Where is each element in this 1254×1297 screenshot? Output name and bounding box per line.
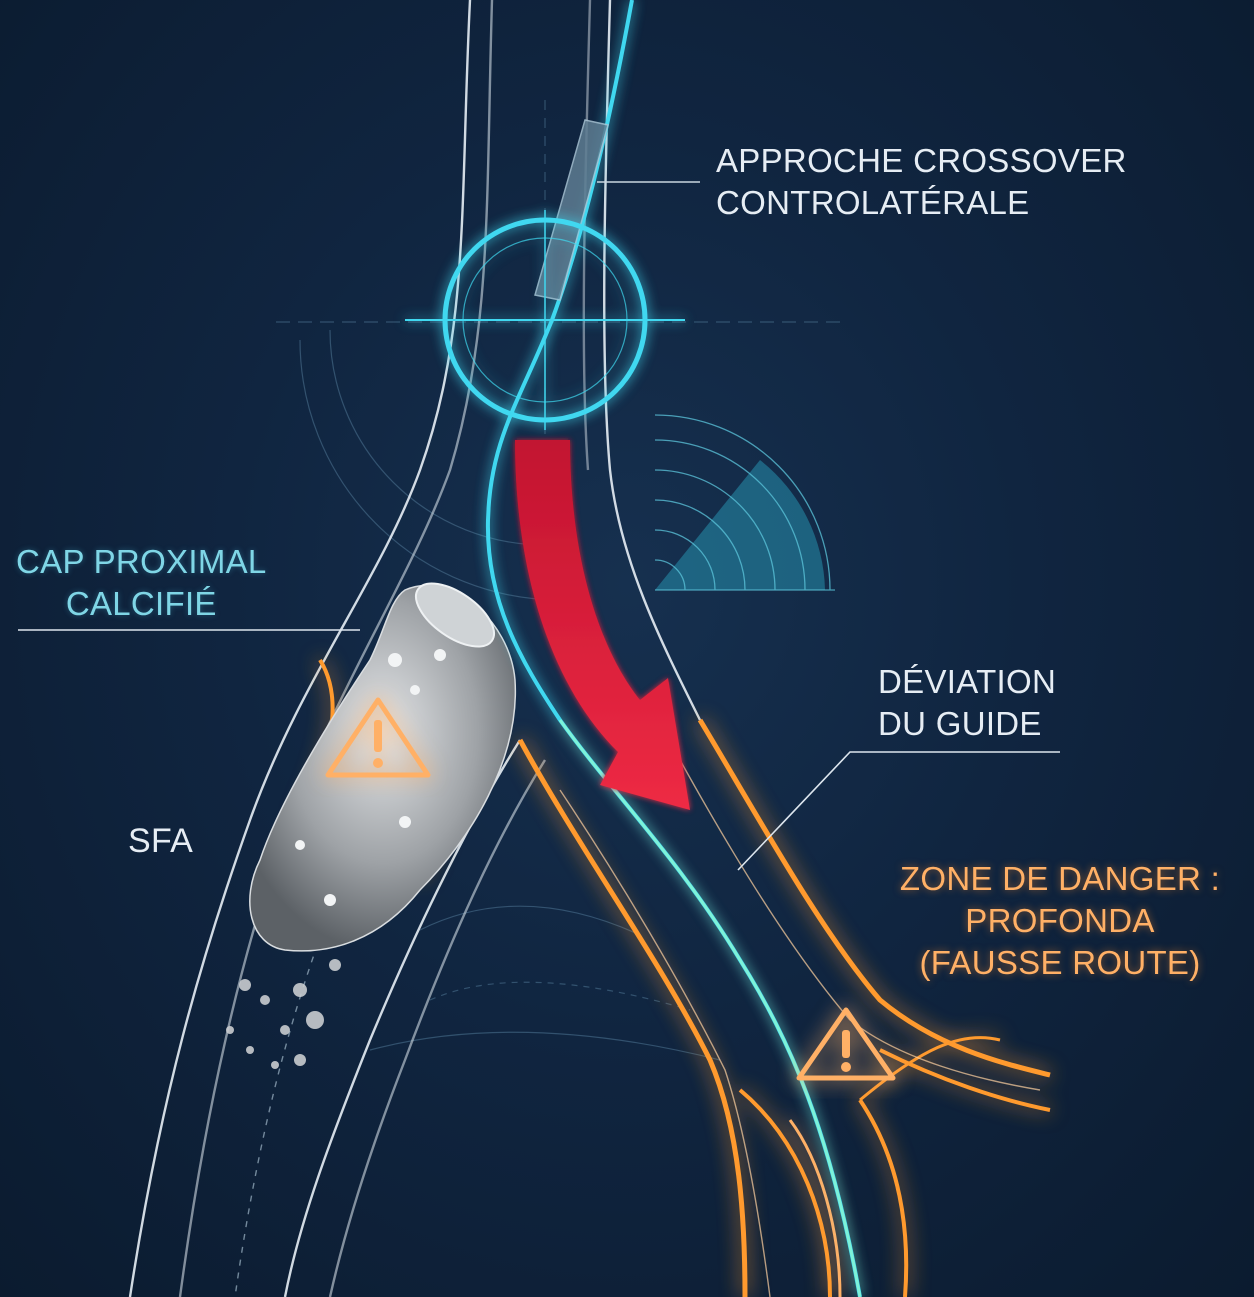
profunda-branch xyxy=(520,720,1050,1297)
label-deviation-line-2: DU GUIDE xyxy=(878,703,1056,745)
label-crossover-line-1: APPROCHE CROSSOVER xyxy=(716,140,1127,182)
label-guide-deviation: DÉVIATION DU GUIDE xyxy=(878,661,1056,745)
crosshair-target xyxy=(405,210,685,430)
label-danger-line-2: PROFONDA xyxy=(890,900,1230,942)
deviation-arrow xyxy=(515,440,690,810)
label-deviation-line-1: DÉVIATION xyxy=(878,661,1056,703)
warning-triangle-icon xyxy=(799,1010,893,1078)
catheter-sheath xyxy=(535,120,700,300)
label-sfa: SFA xyxy=(128,820,193,862)
label-cap-line-2: CALCIFIÉ xyxy=(16,583,267,625)
label-danger-line-1: ZONE DE DANGER : xyxy=(890,858,1230,900)
label-crossover-approach: APPROCHE CROSSOVER CONTROLATÉRALE xyxy=(716,140,1127,224)
calcified-plaque xyxy=(226,571,515,1069)
label-cap-line-1: CAP PROXIMAL xyxy=(16,541,267,583)
label-danger-line-3: (FAUSSE ROUTE) xyxy=(890,942,1230,984)
label-calcified-cap: CAP PROXIMAL CALCIFIÉ xyxy=(16,541,267,625)
label-danger-zone: ZONE DE DANGER : PROFONDA (FAUSSE ROUTE) xyxy=(890,858,1230,984)
angle-sector xyxy=(655,415,835,590)
profunda-inner-lines xyxy=(560,760,1040,1297)
label-crossover-line-2: CONTROLATÉRALE xyxy=(716,182,1127,224)
